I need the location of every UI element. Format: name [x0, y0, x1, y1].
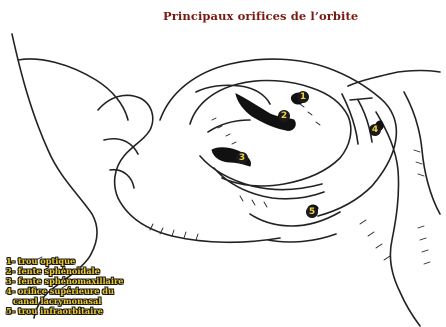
marker-optic-foramen: 1 [297, 91, 309, 103]
legend-item: 2- fente sphénoïdale [6, 266, 124, 276]
marker-sphenomaxillary-fissure: 3 [236, 152, 248, 164]
temporal-line [18, 59, 128, 120]
marker-sphenoidal-fissure: 2 [278, 110, 290, 122]
zygomatic-outline [98, 95, 280, 242]
maxilla-right [376, 112, 420, 326]
zygomatic-arch [104, 139, 138, 188]
orbit-outer-rim [160, 59, 396, 216]
legend: 1- trou optique 2- fente sphénoïdale 3- … [6, 256, 124, 316]
legend-item: 1- trou optique [6, 256, 124, 266]
legend-item: 3- fente sphénomaxillaire [6, 276, 124, 286]
marker-infraorbital-foramen: 5 [306, 206, 318, 218]
marker-lacrimonasal-canal: 4 [369, 124, 381, 136]
legend-item: 5- trou infraorbitaire [6, 306, 124, 316]
legend-item: 4- orifice supérieure du [6, 286, 124, 296]
diagram-title: Principaux orifices de l’orbite [163, 9, 358, 23]
orbit-inner-rim [190, 81, 351, 186]
face-right [404, 92, 440, 214]
maxilla-lower [250, 212, 340, 242]
ethmoid-lamina [342, 94, 372, 144]
orbit-floor-line [214, 168, 324, 199]
legend-item: canal lacrymonasal [6, 296, 124, 306]
